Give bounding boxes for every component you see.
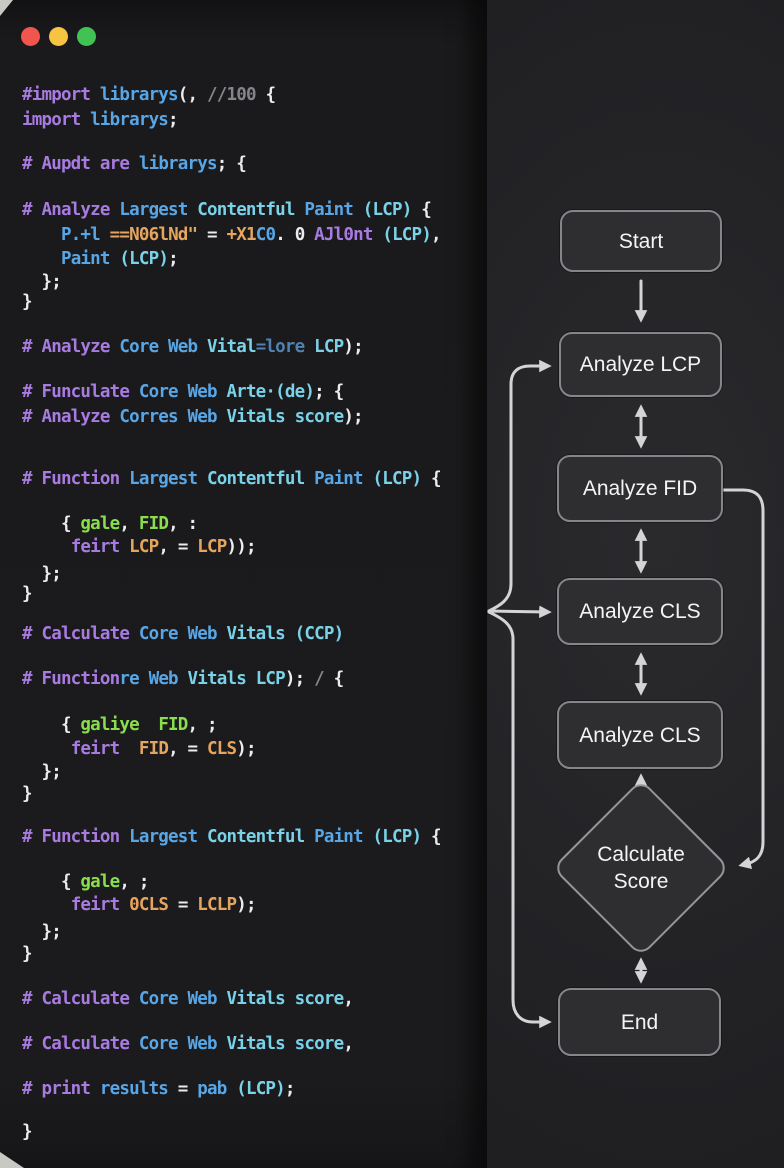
code-line: # Calculate Core Web Vitals score,: [22, 989, 354, 1009]
code-line: # Funculate Core Web Arte·(de); {: [22, 382, 344, 402]
code-line: # Analyze Corres Web Vitals score);: [22, 407, 364, 427]
code-line: # Aupdt are librarys; {: [22, 154, 247, 174]
code-line: feirt LCP, = LCP));: [70, 537, 257, 557]
code-line: # print results = pab (LCP);: [22, 1079, 295, 1099]
node-analyze-cls-1: Analyze CLS: [557, 578, 723, 645]
node-start: Start: [560, 210, 722, 272]
code-line: }: [22, 1122, 33, 1142]
code-line: P.+l ==N06lNd" = +X1C0. 0 AJl0nt (LCP),: [60, 225, 442, 245]
maximize-button[interactable]: [77, 27, 96, 46]
code-line: }: [22, 584, 33, 604]
code-line: feirt FID, = CLS);: [70, 739, 257, 759]
node-label-calculate-score: Calculate Score: [597, 843, 685, 893]
node-analyze-lcp: Analyze LCP: [559, 332, 722, 397]
code-line: Paint (LCP);: [60, 249, 179, 269]
code-line: };: [22, 272, 61, 292]
code-line: # Analyze Largest Contentful Paint (LCP)…: [22, 200, 432, 220]
code-line: # Function Largest Contentful Paint (LCP…: [22, 827, 442, 847]
code-line: #import librarys(, //100 {: [22, 85, 276, 105]
code-line: { gale, FID, :: [22, 514, 198, 534]
edge-analyze-fid-to-calculate-score: [720, 488, 765, 869]
code-line: }: [22, 784, 33, 804]
code-line: { gale, ;: [22, 872, 149, 892]
code-line: # Functionre Web Vitals LCP); / {: [22, 669, 344, 689]
code-line: };: [22, 564, 61, 584]
minimize-button[interactable]: [49, 27, 68, 46]
code-line: # Calculate Core Web Vitals (CCP): [22, 624, 344, 644]
node-analyze-cls-2: Analyze CLS: [557, 701, 723, 769]
code-line: };: [22, 922, 61, 942]
code-line: }: [22, 944, 33, 964]
code-line: # Calculate Core Web Vitals score,: [22, 1034, 354, 1054]
code-line: };: [22, 762, 61, 782]
code-line: }: [22, 292, 33, 312]
close-button[interactable]: [21, 27, 40, 46]
window-controls: [21, 27, 96, 46]
code-line: import librarys;: [22, 110, 179, 130]
edge-left-branch-to-analyze-lcp: [487, 359, 552, 613]
code-line: { galiye FID, ;: [22, 715, 218, 735]
code-line: # Analyze Core Web Vital=lore LCP);: [22, 337, 364, 357]
code-area[interactable]: #import librarys(, //100 { import library…: [0, 0, 487, 1168]
node-analyze-fid: Analyze FID: [557, 455, 723, 522]
code-editor-panel: #import librarys(, //100 { import library…: [0, 0, 487, 1168]
code-line: feirt 0CLS = LCLP);: [70, 895, 257, 915]
node-end: End: [558, 988, 721, 1056]
edge-left-branch-to-end: [487, 610, 552, 1029]
edge-left-branch-to-analyze-cls-1: [487, 605, 552, 619]
code-line: # Function Largest Contentful Paint (LCP…: [22, 469, 442, 489]
